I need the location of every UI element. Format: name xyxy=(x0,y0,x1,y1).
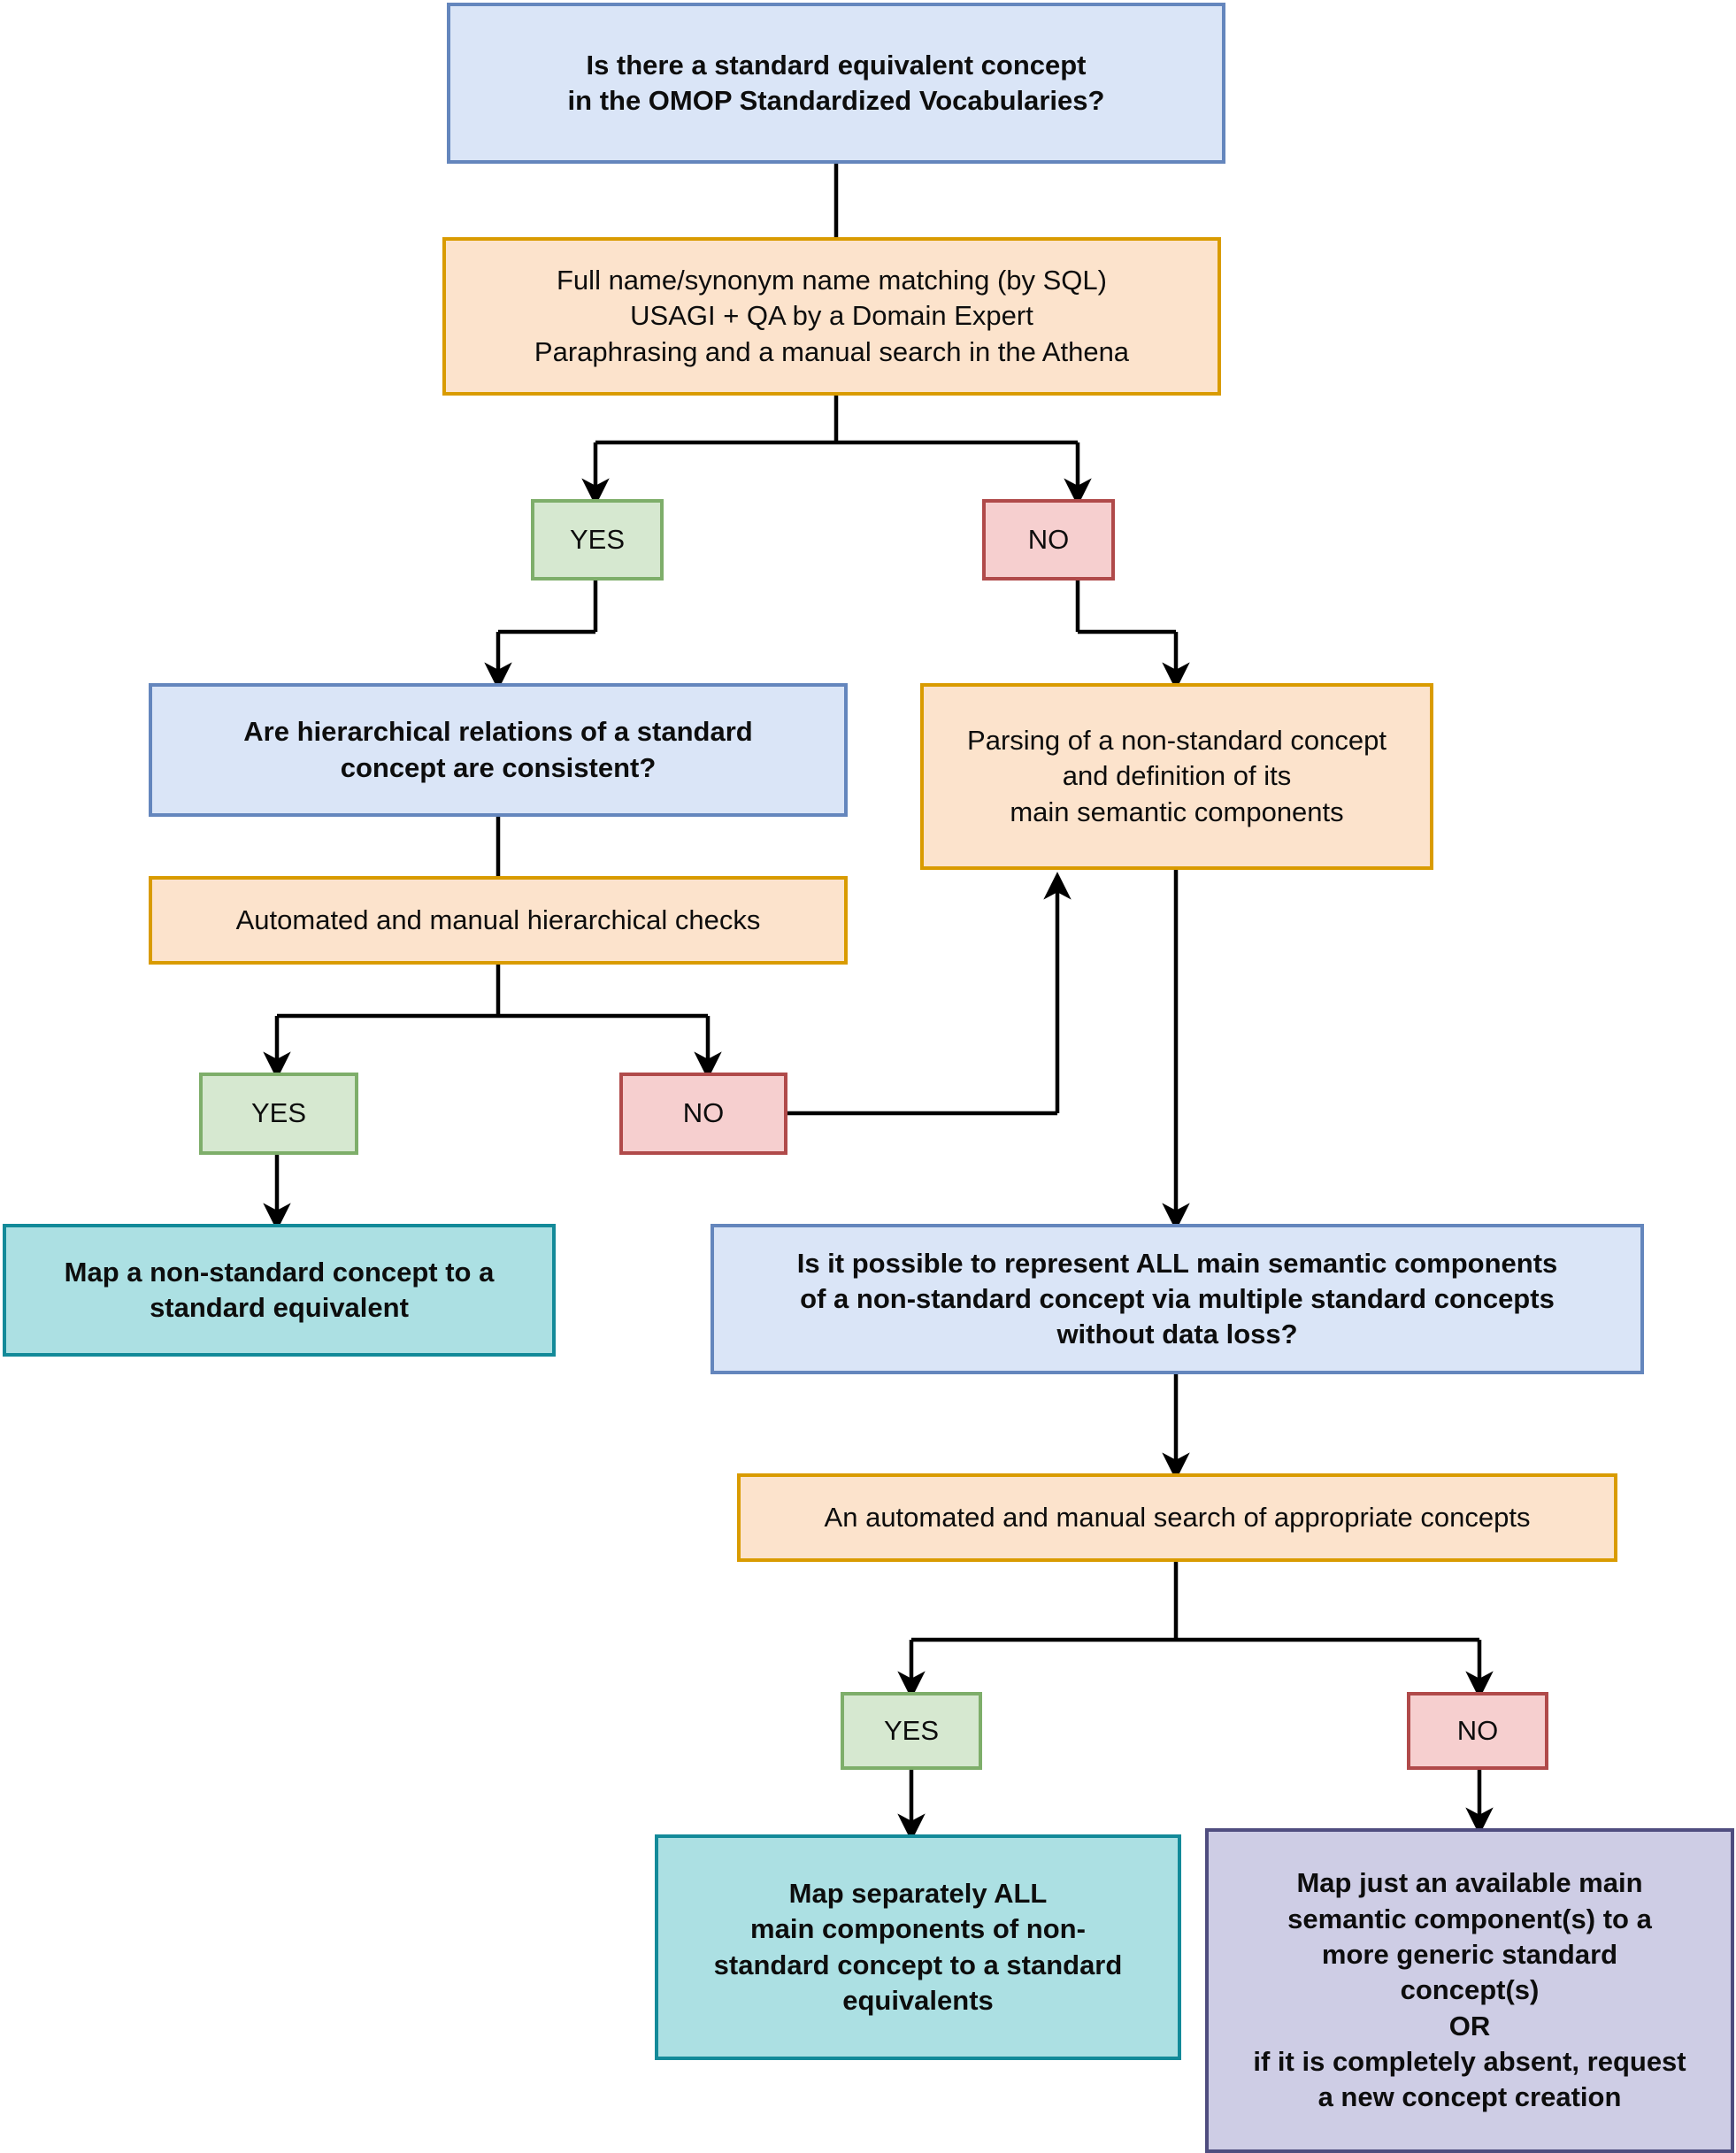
node-result-map-generic-or-request-new[interactable]: Map just an available main semantic comp… xyxy=(1205,1828,1734,2153)
node-question-represent-all-components[interactable]: Is it possible to represent ALL main sem… xyxy=(711,1224,1644,1374)
node-yes-3[interactable]: YES xyxy=(841,1692,982,1770)
node-yes-1[interactable]: YES xyxy=(531,499,664,581)
node-result-map-to-standard-equivalent[interactable]: Map a non-standard concept to a standard… xyxy=(3,1224,556,1357)
node-no-1[interactable]: NO xyxy=(982,499,1115,581)
node-question-standard-equivalent[interactable]: Is there a standard equivalent concept i… xyxy=(447,3,1225,164)
node-question-hierarchical-relations[interactable]: Are hierarchical relations of a standard… xyxy=(149,683,848,817)
node-process-search-appropriate-concepts[interactable]: An automated and manual search of approp… xyxy=(737,1473,1617,1562)
node-process-hierarchical-checks[interactable]: Automated and manual hierarchical checks xyxy=(149,876,848,965)
node-yes-2[interactable]: YES xyxy=(199,1073,358,1155)
node-process-name-matching[interactable]: Full name/synonym name matching (by SQL)… xyxy=(442,237,1221,396)
node-result-map-separately-all-components[interactable]: Map separately ALL main components of no… xyxy=(655,1834,1181,2060)
node-process-parsing-nonstandard-concept[interactable]: Parsing of a non-standard concept and de… xyxy=(920,683,1433,870)
node-no-2[interactable]: NO xyxy=(619,1073,787,1155)
node-no-3[interactable]: NO xyxy=(1407,1692,1548,1770)
